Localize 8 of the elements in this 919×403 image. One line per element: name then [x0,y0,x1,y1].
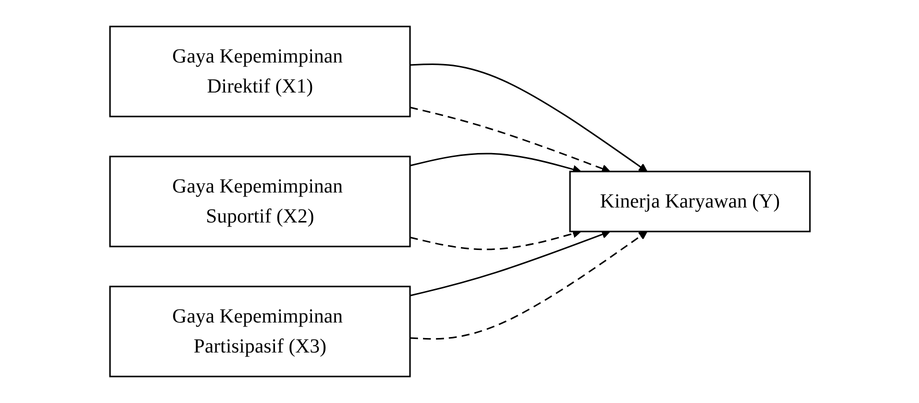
node-box: Gaya Kepemimpinan Direktif (X1) [108,26,410,118]
node-box: Kinerja Karyawan (Y) [568,170,810,232]
arrow [410,231,648,340]
node-box: Gaya Kepemimpinan Suportif (X2) [108,156,410,248]
arrow [409,106,610,173]
node-box: Gaya Kepemimpinan Partisipasif (X3) [108,286,410,378]
arrow [410,63,648,172]
arrow [409,230,610,296]
